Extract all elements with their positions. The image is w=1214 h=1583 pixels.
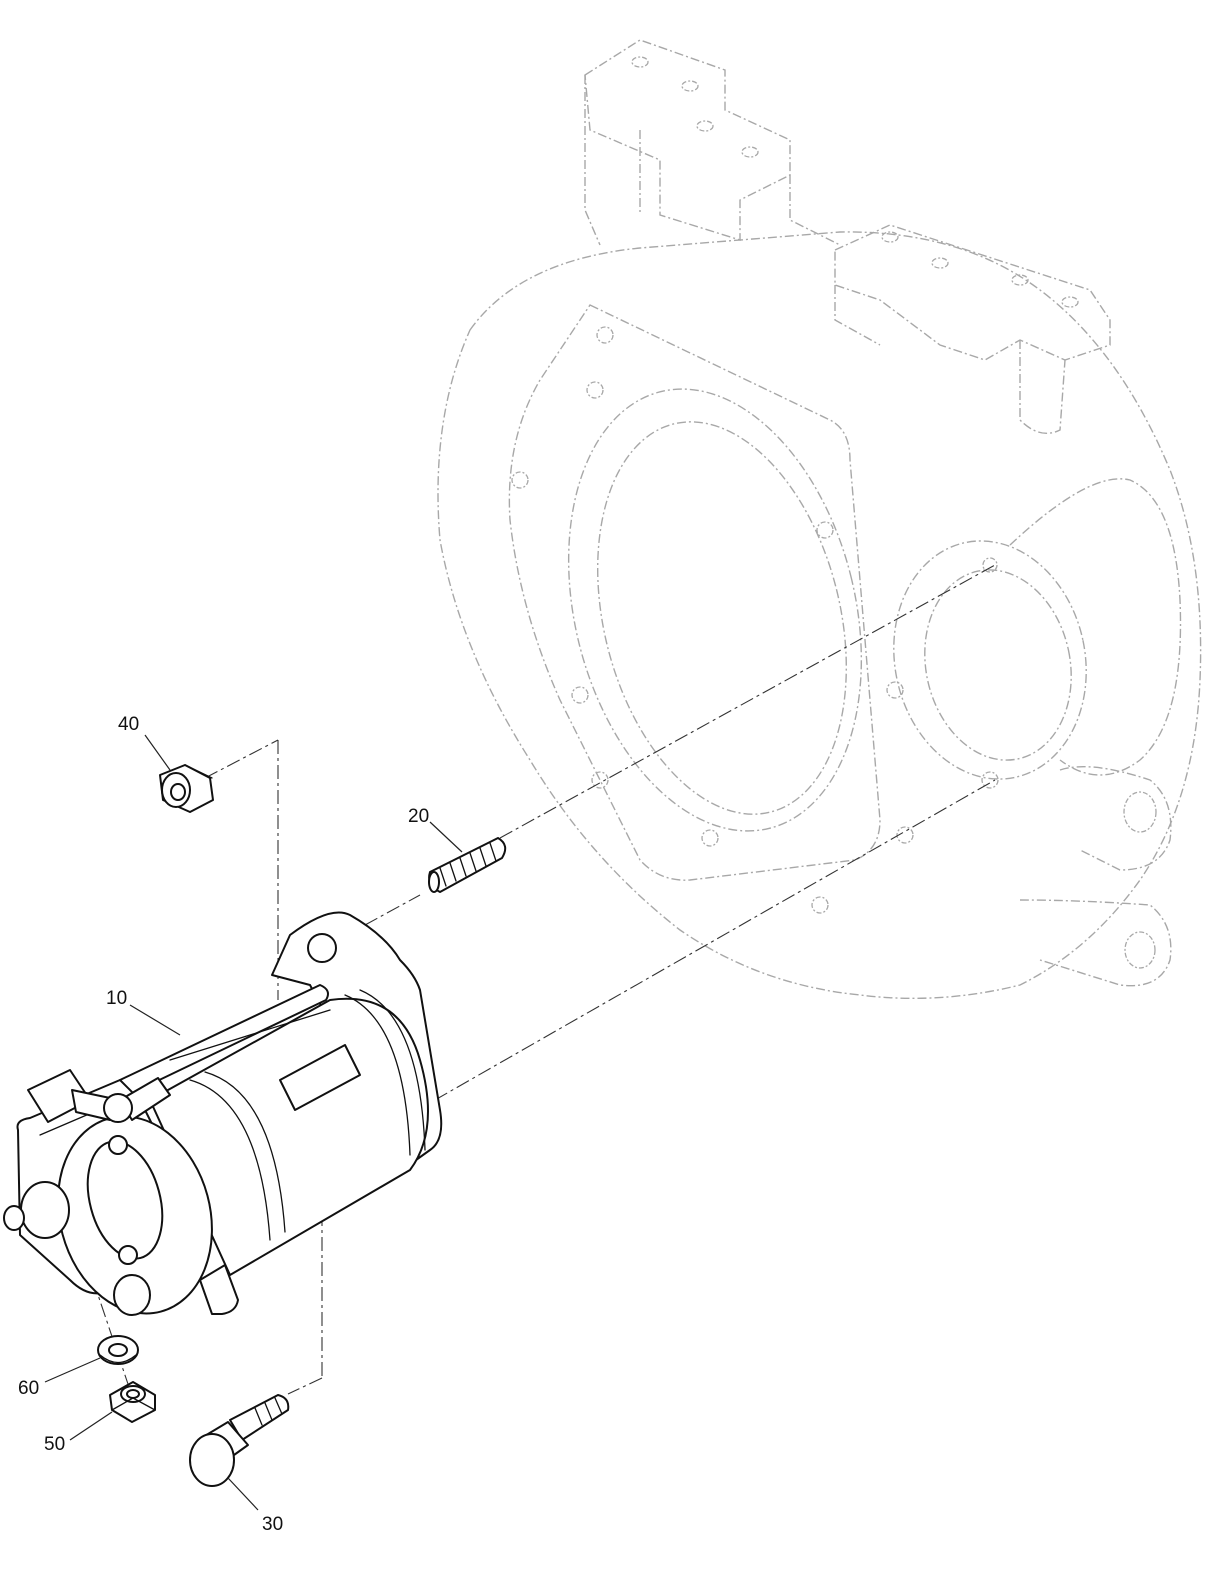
callout-30: 30 (262, 1514, 283, 1535)
assembly-centerlines (92, 564, 996, 1395)
callout-40: 40 (118, 714, 139, 735)
callout-20: 20 (408, 806, 429, 827)
leader-lines (44, 734, 463, 1511)
flywheel-housing-phantom (437, 39, 1202, 1000)
callout-60: 60 (18, 1378, 39, 1399)
nut-part-50 (109, 1381, 156, 1423)
callout-50: 50 (44, 1434, 65, 1455)
stud-bolt-part-20 (428, 837, 507, 893)
starter-motor-part-10 (3, 911, 443, 1316)
hex-bolt-part-30 (189, 1394, 290, 1487)
nut-part-40 (159, 764, 214, 813)
lock-washer-part-60 (97, 1335, 139, 1365)
callout-labels: 40 20 10 60 50 30 (18, 714, 429, 1535)
callout-10: 10 (106, 988, 127, 1009)
